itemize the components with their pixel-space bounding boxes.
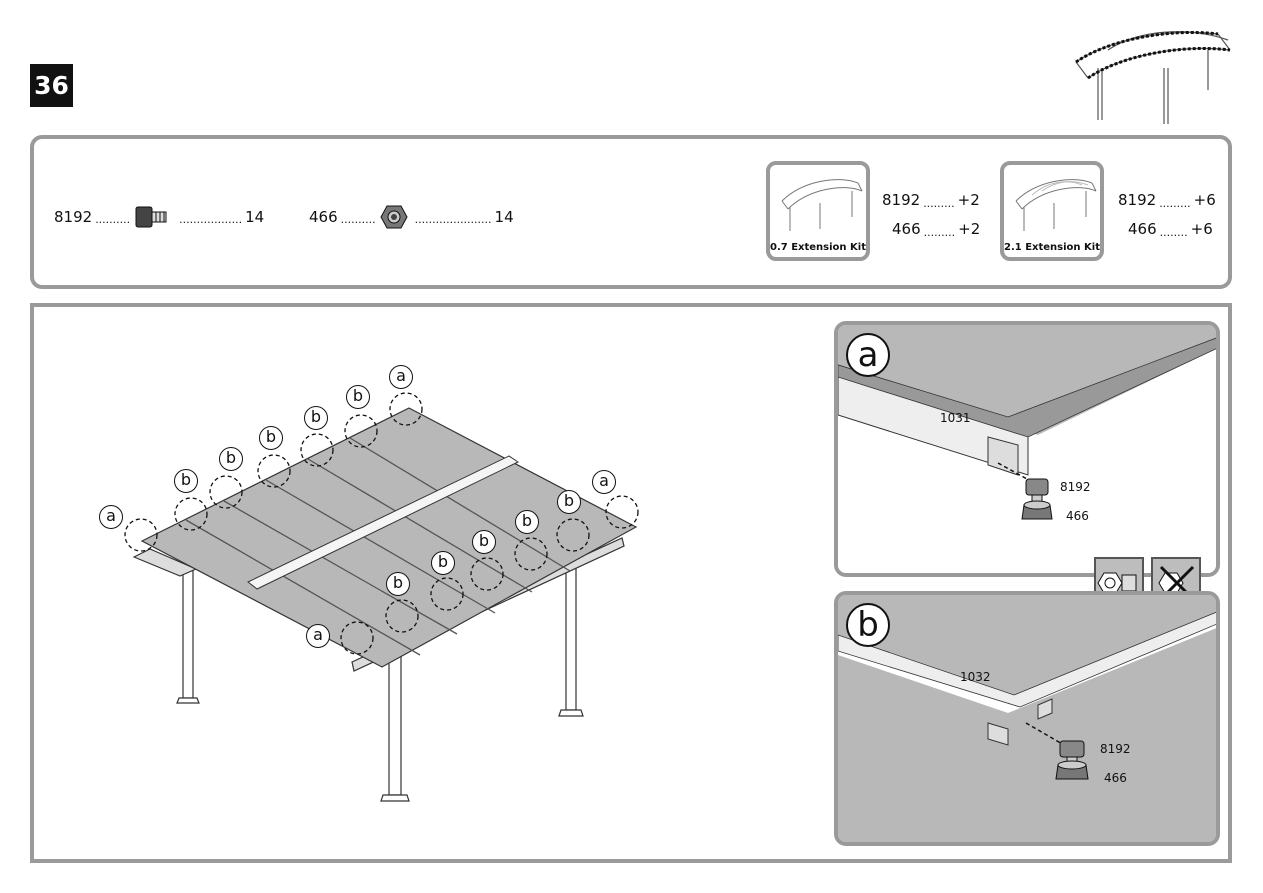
- part-nut-row: 466 .......... ...................... 14: [309, 203, 514, 231]
- callout-label-b: b: [431, 551, 455, 575]
- kit-nut-count: 466........+6: [1128, 220, 1213, 239]
- detail-b-letter: b: [846, 603, 890, 647]
- callout-label-b: b: [557, 490, 581, 514]
- nut-466-icon: [1021, 500, 1053, 520]
- bolt-label: 8192: [1100, 742, 1131, 756]
- kit-bolt-count: 8192.........+6: [1118, 191, 1216, 210]
- part-quantity: 14: [245, 208, 265, 226]
- part-code: 466: [309, 208, 338, 226]
- callout-label-b: b: [259, 426, 283, 450]
- callout-label-b: b: [346, 385, 370, 409]
- bolt-8192-icon: [1025, 478, 1049, 504]
- detail-a-panel: a 1031 8192 466: [834, 321, 1220, 577]
- callout-circle-a: [605, 495, 639, 529]
- callout-label-b: b: [174, 469, 198, 493]
- nut-icon: [380, 205, 408, 229]
- callout-circle-a: [124, 518, 158, 552]
- callout-circle-b: [344, 414, 378, 448]
- step-number: 36: [30, 64, 73, 107]
- kit-label: 2.1 Extension Kit: [1004, 242, 1100, 253]
- extension-kit-07: 0.7 Extension Kit: [766, 161, 870, 261]
- profile-1031-drawing: [838, 325, 1216, 573]
- callout-circle-b: [174, 497, 208, 531]
- profile-1032-drawing: [838, 595, 1216, 842]
- bolt-nut-icon: [1097, 572, 1137, 594]
- callout-circle-b: [556, 518, 590, 552]
- kit-label: 0.7 Extension Kit: [770, 242, 866, 253]
- detail-b-panel: b 1032 8192 466: [834, 591, 1220, 846]
- nut-466-icon: [1055, 760, 1089, 780]
- bolt-label: 8192: [1060, 480, 1091, 494]
- parts-panel: 8192 .......... .................. 14 46…: [30, 135, 1232, 289]
- callout-label-b: b: [219, 447, 243, 471]
- callout-label-a: a: [99, 505, 123, 529]
- part-code: 8192: [54, 208, 93, 226]
- nut-label: 466: [1104, 771, 1127, 785]
- callout-label-a: a: [389, 365, 413, 389]
- callout-label-a: a: [592, 470, 616, 494]
- nut-label: 466: [1066, 509, 1089, 523]
- roof-surface: [140, 407, 638, 668]
- callout-label-b: b: [515, 510, 539, 534]
- callout-label-a: a: [306, 624, 330, 648]
- extension-kit-21: 2.1 Extension Kit: [1000, 161, 1104, 261]
- callout-circle-b: [470, 557, 504, 591]
- callout-circle-b: [209, 475, 243, 509]
- callout-circle-b: [514, 537, 548, 571]
- part-quantity: 14: [494, 208, 514, 226]
- callout-circle-b: [430, 577, 464, 611]
- callout-circle-a: [340, 621, 374, 655]
- kit-nut-count: 466.........+2: [892, 220, 981, 239]
- bolt-icon: [135, 206, 167, 228]
- callout-circle-b: [257, 454, 291, 488]
- carport-overview-icon: [1075, 30, 1231, 124]
- carport-kit-icon: [781, 179, 863, 231]
- profile-label: 1031: [940, 411, 971, 425]
- callout-label-b: b: [304, 406, 328, 430]
- callout-circle-a: [389, 392, 423, 426]
- carport-kit-icon: [1015, 179, 1097, 231]
- callout-label-b: b: [386, 572, 410, 596]
- part-bolt-row: 8192 .......... .................. 14: [54, 203, 264, 231]
- kit-bolt-count: 8192.........+2: [882, 191, 980, 210]
- detail-a-letter: a: [846, 333, 890, 377]
- callout-circle-b: [385, 599, 419, 633]
- callout-label-b: b: [472, 530, 496, 554]
- profile-label: 1032: [960, 670, 991, 684]
- callout-circle-b: [300, 433, 334, 467]
